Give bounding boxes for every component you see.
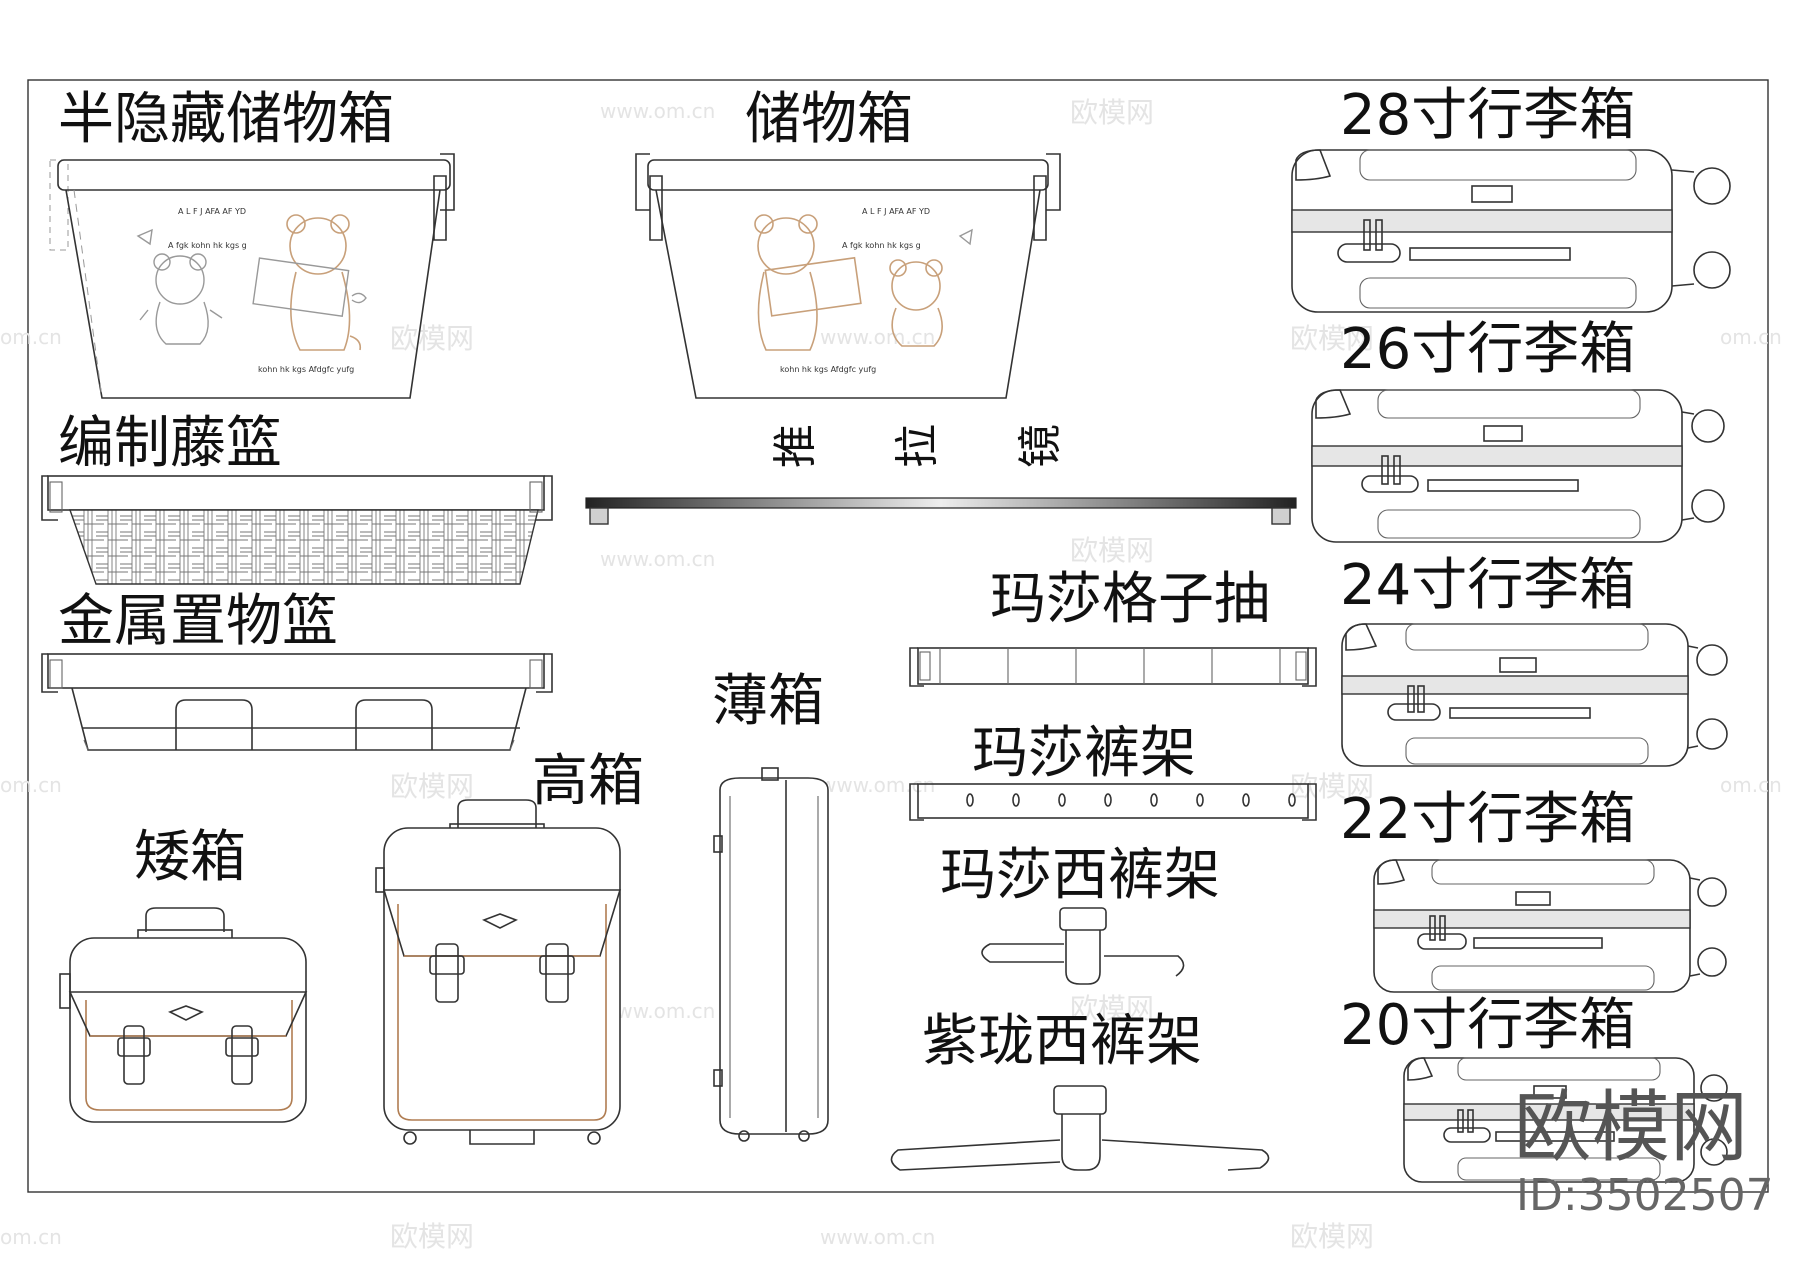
short-box-drawing [59,907,308,1123]
luggage-26-drawing [1311,389,1725,543]
pull-mirror-char-2: 拉 [892,424,943,468]
semi-hidden-storage-box-drawing: A L F J AFA AF YD A fgk kohn hk kgs g ko… [49,153,455,399]
watermark-tile: 欧模网 [390,770,474,803]
box-print-line1: A L F J AFA AF YD [178,207,246,216]
masha-suit-trouser-rack-drawing [981,907,1185,985]
box-print-line1: A L F J AFA AF YD [862,207,930,216]
pull-mirror-drawing [585,497,1297,525]
watermark-tile: www.om.cn [820,325,935,349]
watermark-tile: 欧模网 [390,322,474,355]
watermark-tile: 欧模网 [1290,770,1374,803]
pull-mirror-char-3: 镜 [1015,424,1066,468]
label-luggage-24: 24寸行李箱 [1340,553,1635,618]
storage-box-drawing: A L F J AFA AF YD A fgk kohn hk kgs g ko… [635,153,1061,399]
bear-print-small [889,259,943,347]
pull-mirror-char-1: 推 [770,424,821,468]
bear-print-right [252,214,362,351]
watermark-tile: www.om.cn [600,547,715,571]
label-thin-box: 薄箱 [712,669,824,734]
watermark-tile: om.cn [1720,325,1782,349]
watermark-tile: om.cn [0,773,62,797]
metal-storage-basket-drawing [41,653,553,751]
box-print-line2: A fgk kohn hk kgs g [168,241,247,250]
label-luggage-20: 20寸行李箱 [1340,993,1635,1058]
watermark-tile: om.cn [1720,773,1782,797]
label-luggage-26: 26寸行李箱 [1340,317,1635,382]
luggage-20-drawing [1403,1057,1728,1183]
label-masha-grid-drawer: 玛莎格子抽 [990,567,1270,632]
label-zilong-suit-trouser-rack: 紫珑西裤架 [922,1009,1202,1074]
label-short-box: 矮箱 [134,825,246,890]
tall-box-drawing [375,799,622,1145]
label-tall-box: 高箱 [532,749,644,814]
luggage-28-drawing [1291,149,1731,313]
box-print-line3: kohn hk kgs Afdgfc yufg [258,365,354,374]
luggage-22-drawing [1373,859,1727,993]
box-print-line2: A fgk kohn hk kgs g [842,241,921,250]
masha-trouser-rack-drawing [909,783,1317,821]
watermark-tile: om.cn [0,1225,62,1249]
watermark-tile: om.cn [0,325,62,349]
label-luggage-22: 22寸行李箱 [1340,787,1635,852]
watermark-tile: www.om.cn [820,1225,935,1249]
label-luggage-28: 28寸行李箱 [1340,83,1635,148]
masha-grid-drawer-drawing [909,647,1317,687]
watermark-tile: 欧模网 [1290,1220,1374,1253]
watermark-id: ID:3502507 [1516,1170,1774,1221]
label-semi-hidden-storage-box: 半隐藏储物箱 [58,87,394,152]
thin-box-drawing [713,767,829,1142]
watermark-tile: 欧模网 [1070,96,1154,129]
luggage-24-drawing [1341,623,1728,767]
watermark-tile: 欧模网 [390,1220,474,1253]
label-woven-rattan-basket: 编制藤篮 [58,411,282,476]
box-print-line3: kohn hk kgs Afdgfc yufg [780,365,876,374]
watermark-tile: 欧模网 [1070,534,1154,567]
label-masha-trouser-rack: 玛莎裤架 [972,721,1196,786]
watermark-brand: 欧模网 [1514,1083,1748,1173]
bear-print-big [754,214,862,351]
label-metal-storage-basket: 金属置物篮 [58,589,338,654]
woven-rattan-basket-drawing [41,475,553,585]
drawing-frame [27,79,1769,1193]
watermark-tile: 欧模网 [1290,322,1374,355]
label-storage-box: 储物箱 [745,87,913,152]
watermark-tile: www.om.cn [600,99,715,123]
label-masha-suit-trouser-rack: 玛莎西裤架 [940,843,1220,908]
watermark-tile: www.om.cn [820,773,935,797]
watermark-tile: 欧模网 [1070,992,1154,1025]
label-pull-mirror: 推 拉 镜 [770,424,1066,468]
zilong-suit-trouser-rack-drawing [890,1085,1270,1171]
bear-print-left [139,253,223,345]
